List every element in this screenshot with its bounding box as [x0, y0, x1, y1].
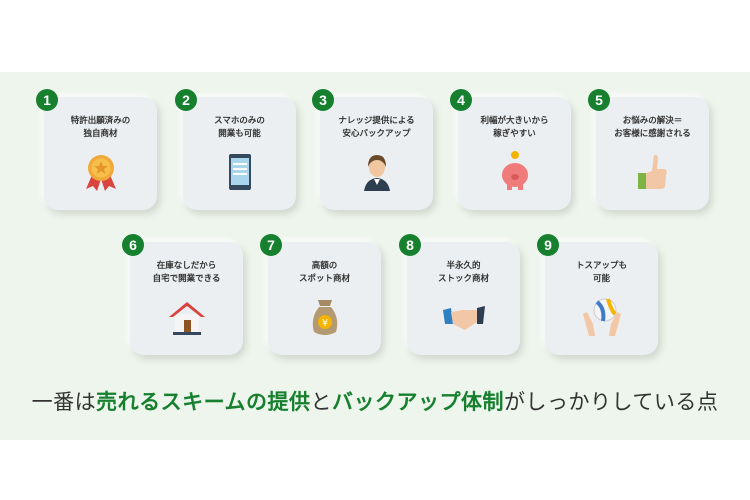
volleyball-icon [583, 298, 621, 336]
smartphone-icon [229, 154, 251, 190]
feature-label: ナレッジ提供による安心バックアップ [338, 116, 415, 139]
number-badge: 1 [36, 89, 58, 111]
medal-icon [86, 155, 116, 191]
feature-label: 特許出願済みの独自商材 [70, 116, 131, 139]
feature-label: トスアップも可能 [575, 261, 627, 284]
operator-icon [364, 155, 390, 191]
feature-card-3: 3 ナレッジ提供による安心バックアップ [312, 89, 433, 210]
number-badge: 6 [122, 234, 144, 256]
summary-text: 一番は売れるスキームの提供とバックアップ体制がしっかりしている点 [31, 390, 719, 414]
feature-card-4: 4 利幅が大きいから稼ぎやすい [450, 89, 571, 210]
feature-label: お悩みの解決＝お客様に感謝される [614, 116, 691, 139]
house-icon [169, 302, 205, 335]
number-badge: 4 [450, 89, 472, 111]
feature-card-2: 2 スマホのみの開業も可能 [175, 89, 296, 210]
feature-card-6: 6 在庫なしだから自宅で開業できる [122, 234, 243, 355]
feature-label: スマホのみの開業も可能 [214, 116, 265, 139]
feature-card-1: 1 特許出願済みの独自商材 [36, 89, 157, 210]
thumbs-up-icon [638, 154, 667, 189]
feature-card-8: 8 半永久的ストック商材 [399, 234, 520, 355]
number-badge: 9 [537, 234, 559, 256]
feature-label: 高額のスポット商材 [298, 261, 350, 284]
feature-card-5: 5 お悩みの解決＝お客様に感謝される [588, 89, 709, 210]
feature-label: 在庫なしだから自宅で開業できる [152, 261, 221, 284]
number-badge: 7 [260, 234, 282, 256]
feature-label: 利幅が大きいから稼ぎやすい [480, 116, 549, 139]
handshake-icon [443, 306, 485, 330]
number-badge: 3 [312, 89, 334, 111]
money-bag-icon: ¥ [312, 300, 338, 335]
piggy-bank-icon [502, 151, 528, 190]
feature-card-9: 9 トスアップも可能 [537, 234, 658, 355]
feature-card-7: 7 高額のスポット商材 ¥ [260, 234, 381, 355]
number-badge: 2 [175, 89, 197, 111]
svg-text:¥: ¥ [322, 318, 328, 329]
number-badge: 8 [399, 234, 421, 256]
number-badge: 5 [588, 89, 610, 111]
feature-label: 半永久的ストック商材 [437, 261, 489, 284]
